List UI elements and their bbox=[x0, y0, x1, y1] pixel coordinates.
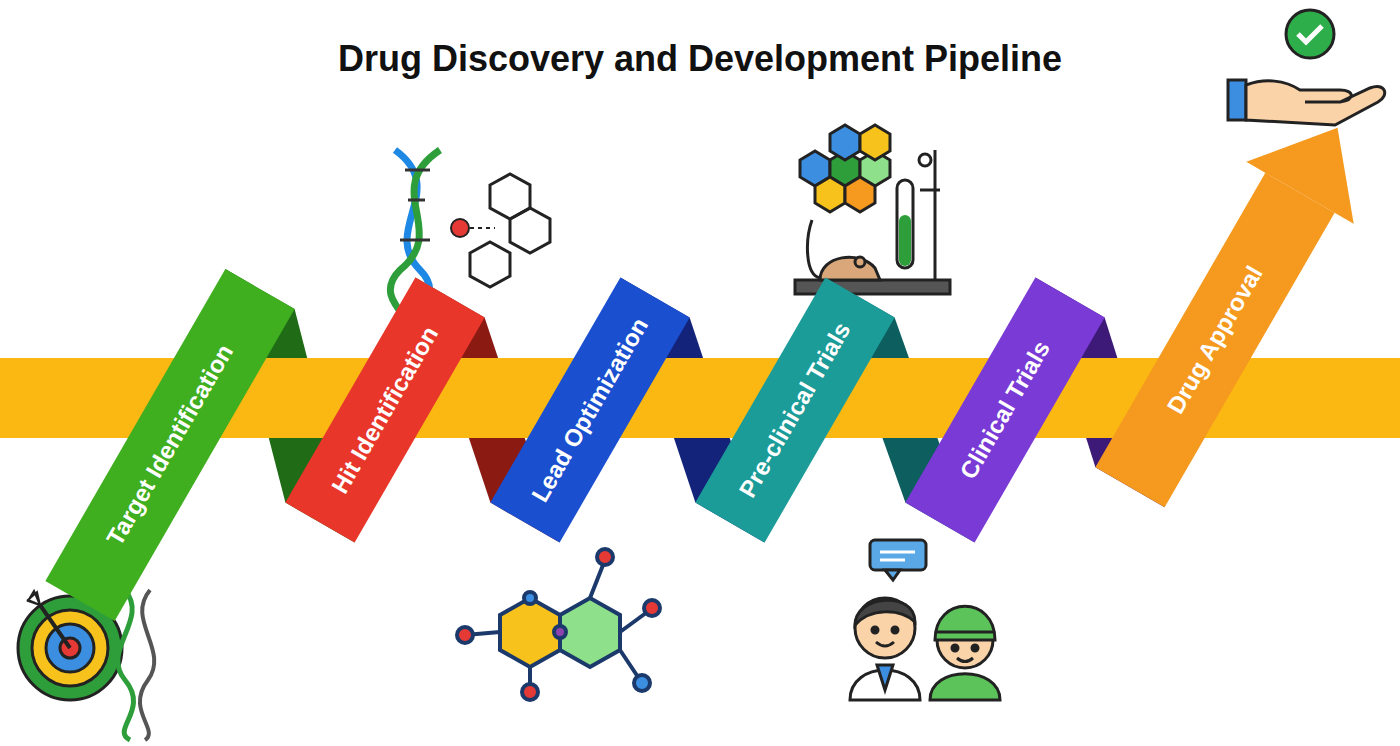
approval-hand-icon bbox=[1228, 10, 1385, 125]
stage-label: Lead Optimization bbox=[526, 313, 654, 507]
stage-label: Pre-clinical Trials bbox=[734, 318, 857, 503]
lab-icon bbox=[795, 125, 950, 294]
pipeline-stage-band: Drug Approval bbox=[1095, 173, 1334, 507]
diagram-title: Drug Discovery and Development Pipeline bbox=[0, 38, 1400, 80]
molecule-icon bbox=[457, 549, 660, 700]
stage-label: Hit Identification bbox=[326, 322, 444, 499]
pipeline-stage-band: Target Identification bbox=[45, 269, 294, 621]
target-icon bbox=[18, 590, 154, 740]
doctor-patient-icon bbox=[850, 540, 1000, 700]
